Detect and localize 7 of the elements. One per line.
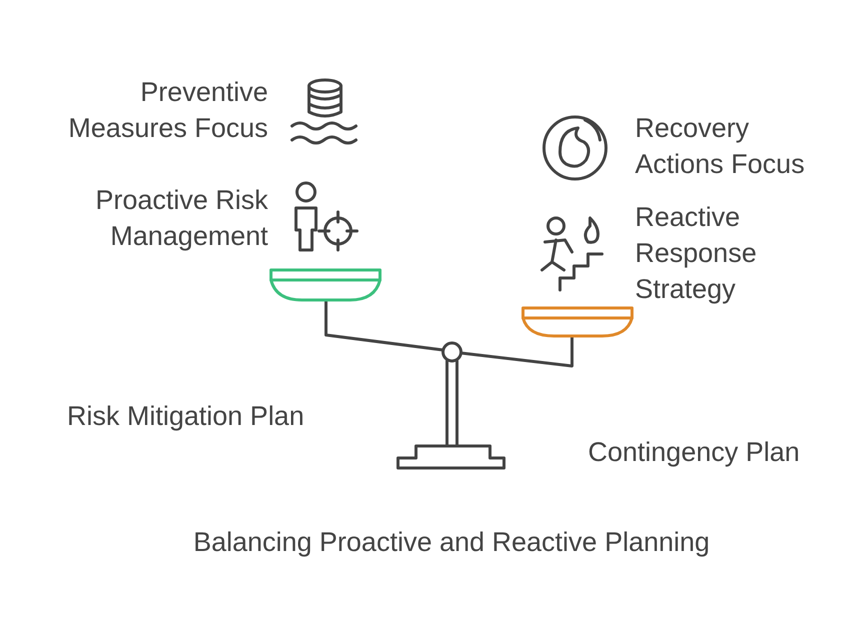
contingency-plan-label: Contingency Plan [588, 436, 801, 469]
proactive-risk-label: Proactive Risk Management [94, 184, 268, 253]
caption: Balancing Proactive and Reactive Planning [192, 526, 711, 559]
risk-mitigation-label: Risk Mitigation Plan [67, 400, 306, 433]
reactive-response-label: Reactive Response Strategy [635, 201, 758, 306]
preventive-measures-label: Preventive Measures Focus [67, 76, 268, 145]
recovery-actions-label: Recovery Actions Focus [635, 112, 806, 181]
